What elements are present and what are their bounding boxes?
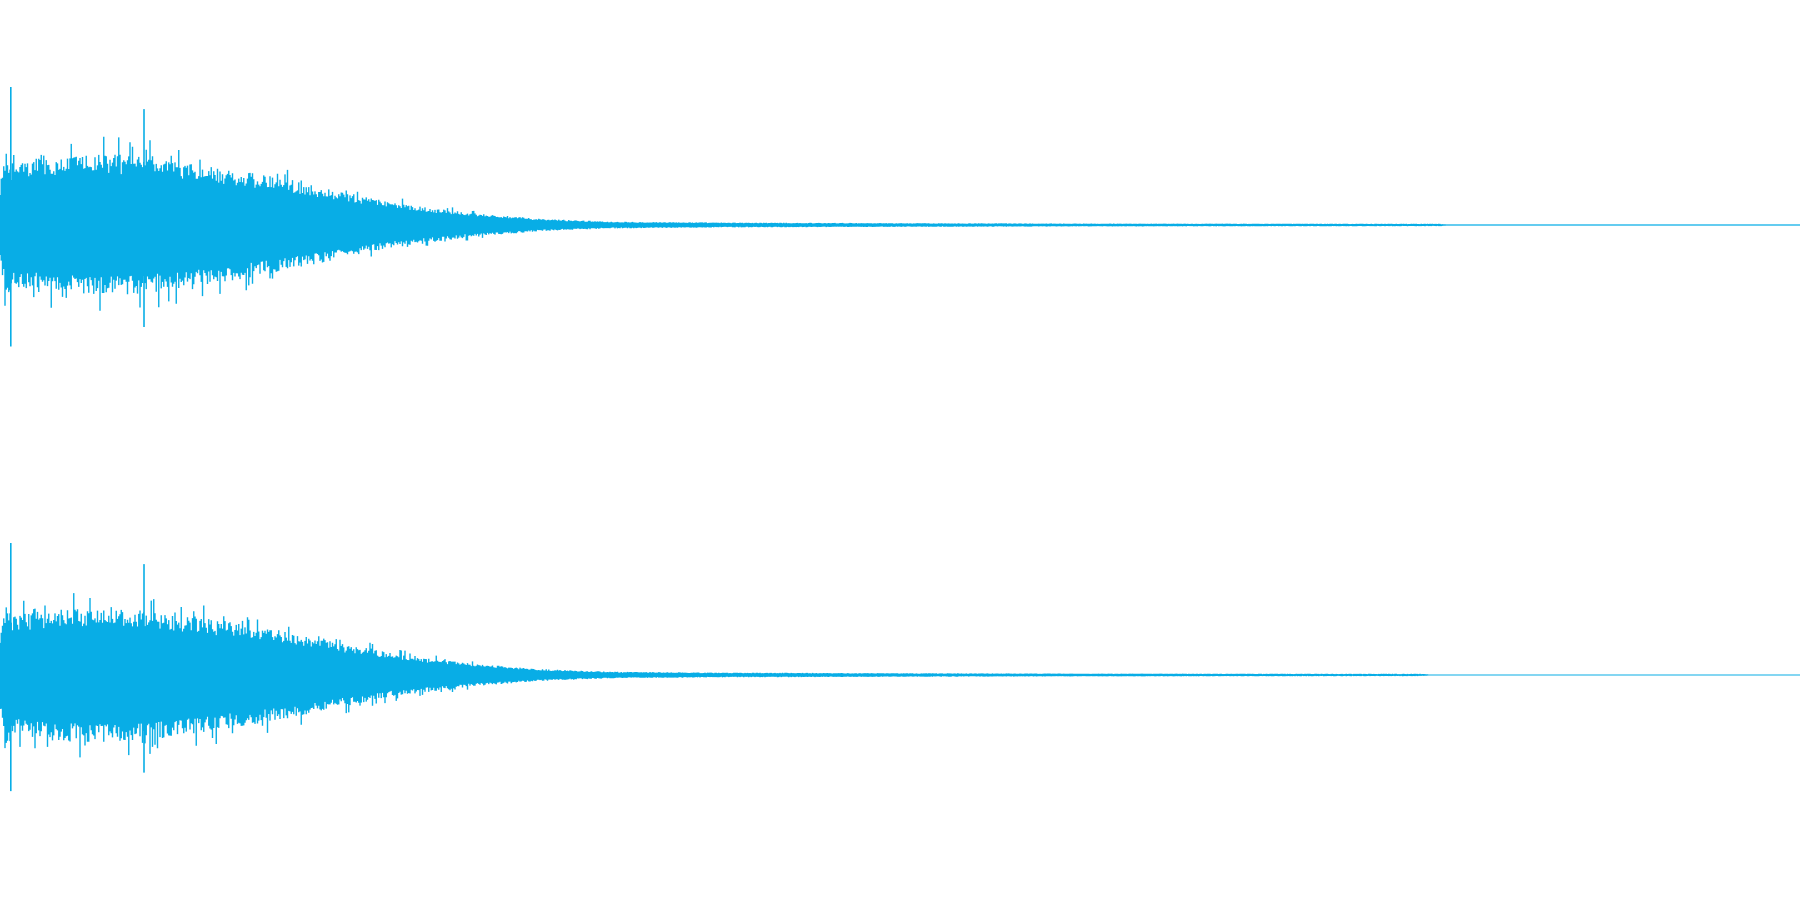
channel-1-lane — [0, 87, 1800, 347]
waveform-channel-1 — [0, 136, 1800, 311]
channel-2-lane — [0, 543, 1800, 792]
